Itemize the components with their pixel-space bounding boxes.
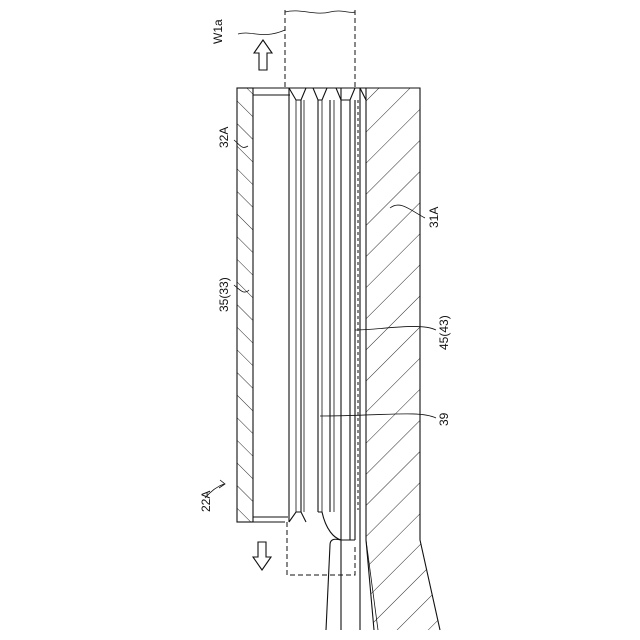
label-22a: 22A: [199, 491, 213, 512]
label-45-43: 45(43): [437, 315, 451, 350]
label-32a: 32A: [217, 127, 231, 148]
layer-strips: [289, 88, 360, 630]
left-plate-32a: [237, 88, 253, 522]
label-39: 39: [437, 412, 451, 426]
label-35-33: 35(33): [217, 277, 231, 312]
down-arrow-icon: [253, 542, 271, 570]
bottom-chamfers: [289, 512, 355, 630]
right-block-31a: [366, 88, 440, 630]
workpiece-outline-top: [285, 10, 355, 88]
label-w1a: W1a: [211, 19, 225, 44]
label-31a: 31A: [427, 207, 441, 228]
workpiece-outline-bottom: [287, 522, 355, 575]
top-chamfers: [289, 88, 366, 100]
up-arrow-icon: [254, 40, 272, 70]
